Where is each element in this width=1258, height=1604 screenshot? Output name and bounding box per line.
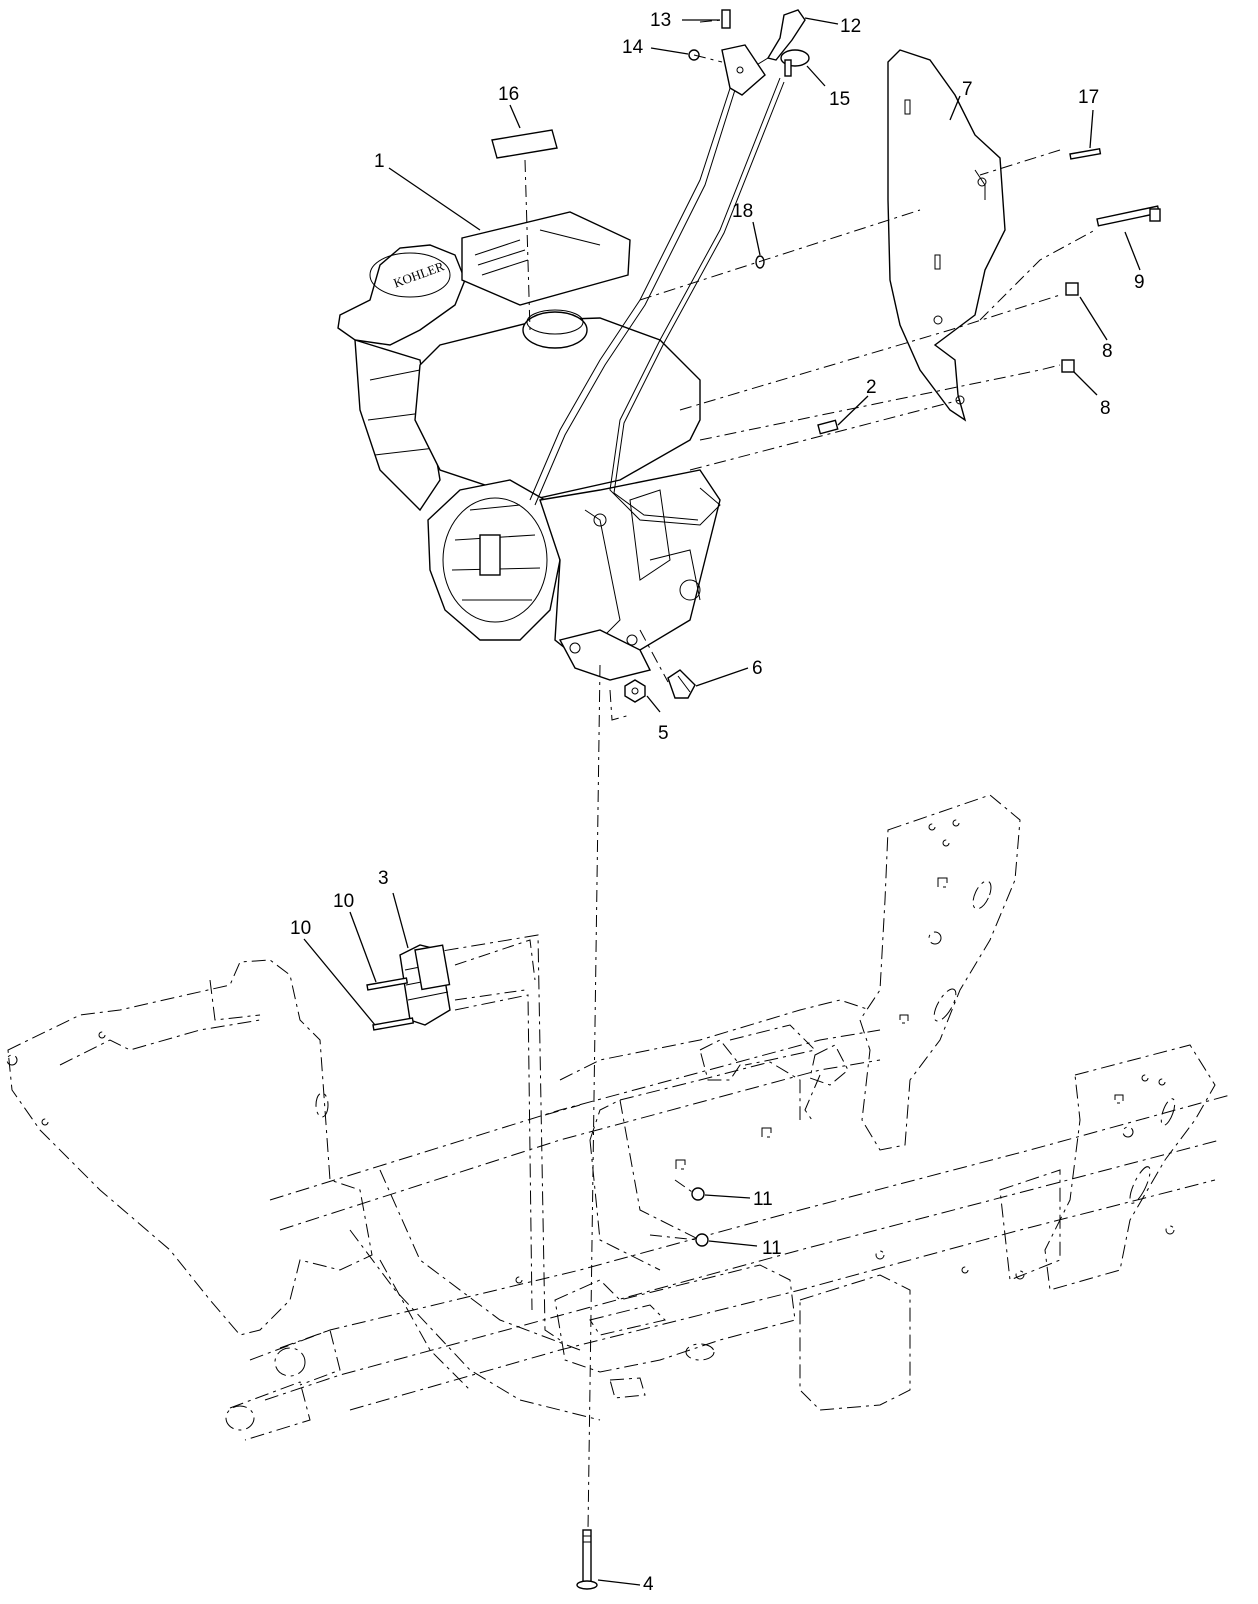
callout-14: 14 xyxy=(622,37,644,58)
oil-switch xyxy=(667,669,696,699)
throttle-bracket xyxy=(721,44,766,96)
flange-nut xyxy=(624,679,646,703)
callout-4: 4 xyxy=(643,1574,654,1595)
callout-18: 18 xyxy=(732,201,753,222)
callout-11a: 11 xyxy=(753,1189,773,1210)
callout-2: 2 xyxy=(866,377,877,398)
regulator-screws xyxy=(366,977,415,1031)
engine-assembly: KOHLER xyxy=(337,69,785,681)
engine-shroud xyxy=(887,49,1006,422)
shroud-bolts xyxy=(1061,282,1079,373)
washer xyxy=(755,255,765,269)
callout-12: 12 xyxy=(840,16,861,37)
callout-13: 13 xyxy=(650,10,671,31)
decal xyxy=(491,129,558,159)
callout-16: 16 xyxy=(498,84,519,105)
callout-8b: 8 xyxy=(1100,398,1111,419)
spacer-part xyxy=(817,419,839,435)
callout-10b: 10 xyxy=(290,918,311,939)
callout-9: 9 xyxy=(1134,272,1145,293)
callout-1: 1 xyxy=(374,151,385,172)
assembly-lines xyxy=(454,19,1096,1531)
long-bolt xyxy=(1096,205,1161,227)
callout-3: 3 xyxy=(378,868,389,889)
pin-bolt xyxy=(1069,147,1102,160)
mower-frame xyxy=(6,794,1231,1441)
small-screw xyxy=(721,9,731,29)
callout-10a: 10 xyxy=(333,891,354,912)
callout-17: 17 xyxy=(1078,87,1099,108)
bottom-bolt xyxy=(576,1529,598,1590)
callouts: 1 2 3 4 5 6 7 8 8 9 10 10 11 xyxy=(290,10,1145,1595)
callout-5: 5 xyxy=(658,723,669,744)
choke-knob xyxy=(780,49,810,77)
callout-8a: 8 xyxy=(1102,341,1113,362)
frame-nuts xyxy=(691,1187,709,1247)
callout-7: 7 xyxy=(962,79,973,100)
callout-15: 15 xyxy=(829,89,850,110)
callout-6: 6 xyxy=(752,658,763,679)
callout-11b: 11 xyxy=(762,1238,782,1259)
regulator-part xyxy=(399,944,451,1026)
